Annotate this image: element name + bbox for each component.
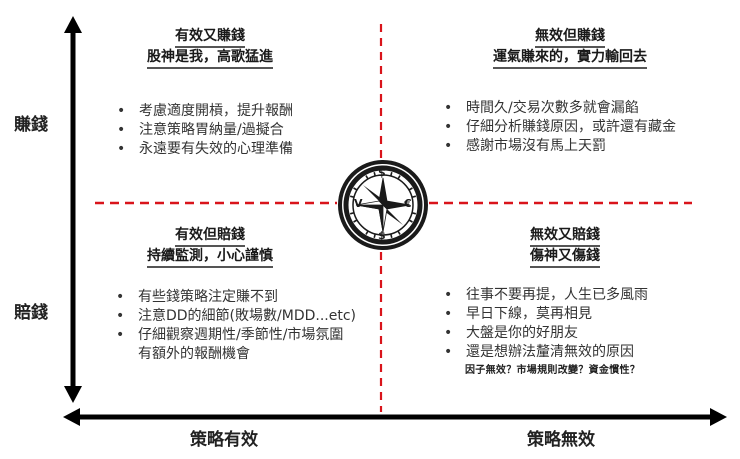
list-item: 時間久/交易次數多就會漏餡: [444, 99, 676, 118]
quadrant-bottom-right-note: 因子無效？市場規則改變？資金慣性？: [465, 365, 641, 376]
title-line2: 傷神又傷錢: [530, 247, 600, 268]
title-line2: 股神是我，高歌猛進: [147, 48, 273, 69]
list-item: 永遠要有失效的心理準備: [117, 140, 293, 159]
arrow-down-icon: [64, 386, 82, 403]
compass-east-label: €: [404, 197, 412, 210]
list-item: 注意DD的細節(敗場數/MDD...etc): [116, 307, 356, 326]
list-item-continuation: 有額外的報酬機會: [138, 346, 250, 362]
list-item: 感謝市場沒有馬上天罰: [444, 137, 676, 156]
title-line2: 運氣賺來的，實力輸回去: [493, 48, 647, 69]
vertical-axis: [64, 16, 82, 403]
list-item: 仔細分析賺錢原因，或許還有藏金: [444, 118, 676, 137]
compass-west-label: V: [354, 197, 363, 210]
title-line1: 有效又賺錢: [175, 27, 245, 48]
x-axis-right-label: 策略無效: [527, 430, 595, 450]
title-line2: 持續監測，小心謹慎: [147, 247, 273, 268]
compass-icon: [338, 160, 428, 250]
arrow-left-icon: [63, 408, 80, 426]
arrow-up-icon: [64, 16, 82, 33]
quadrant-bottom-left-title: 有效但賠錢 持續監測，小心謹慎: [120, 226, 300, 268]
title-line1: 無效又賠錢: [530, 226, 600, 247]
list-item: 仔細觀察週期性/季節性/市場氛圍: [116, 326, 356, 345]
quadrant-bottom-left-list: 有些錢策略注定賺不到 注意DD的細節(敗場數/MDD...etc) 仔細觀察週期…: [116, 288, 356, 364]
list-item: 往事不要再提，人生已多風雨: [444, 286, 648, 305]
horizontal-axis: [63, 408, 727, 426]
y-axis-bottom-label: 賠錢: [14, 303, 48, 323]
quadrant-top-left-list: 考慮適度開槓，提升報酬 注意策略胃納量/過擬合 永遠要有失效的心理準備: [117, 102, 293, 159]
arrow-right-icon: [710, 408, 727, 426]
compass-south-label: $: [378, 229, 386, 242]
quadrant-dividers: [95, 24, 692, 412]
list-item: 大盤是你的好朋友: [444, 324, 648, 343]
list-item: 有些錢策略注定賺不到: [116, 288, 356, 307]
list-item: 早日下線，莫再相見: [444, 305, 648, 324]
title-line1: 無效但賺錢: [535, 27, 605, 48]
list-item: 還是想辦法釐清無效的原因: [444, 343, 648, 362]
quadrant-bottom-right-title: 無效又賠錢 傷神又傷錢: [505, 226, 625, 268]
x-axis-left-label: 策略有效: [190, 430, 258, 450]
compass-north-label: $: [378, 166, 386, 179]
quadrant-top-right-list: 時間久/交易次數多就會漏餡 仔細分析賺錢原因，或許還有藏金 感謝市場沒有馬上天罰: [444, 99, 676, 156]
title-line1: 有效但賠錢: [175, 226, 245, 247]
y-axis-top-label: 賺錢: [14, 115, 48, 135]
quadrant-bottom-right-list: 往事不要再提，人生已多風雨 早日下線，莫再相見 大盤是你的好朋友 還是想辦法釐清…: [444, 286, 648, 362]
list-item: 注意策略胃納量/過擬合: [117, 121, 293, 140]
quadrant-top-left-title: 有效又賺錢 股神是我，高歌猛進: [120, 27, 300, 69]
quadrant-top-right-title: 無效但賺錢 運氣賺來的，實力輸回去: [470, 27, 670, 69]
list-item: 考慮適度開槓，提升報酬: [117, 102, 293, 121]
